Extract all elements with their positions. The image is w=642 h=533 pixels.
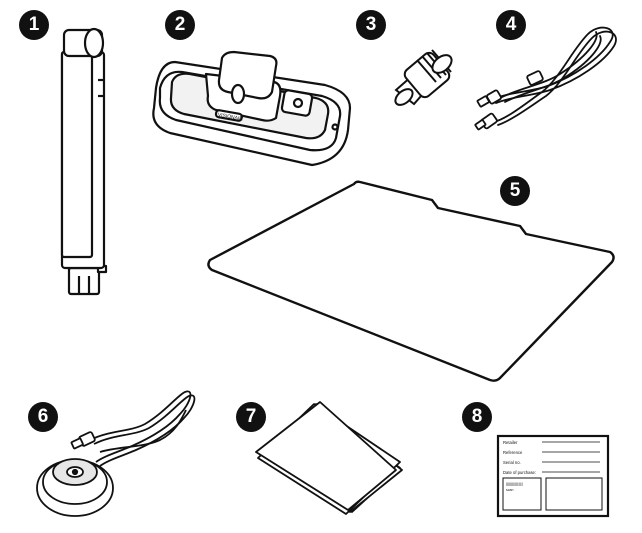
card-barcode: ||||||||||||||||: [506, 481, 523, 486]
cable-icon: [474, 26, 617, 131]
badge-2: 2: [165, 10, 195, 40]
badge-6: 6: [28, 402, 58, 432]
screw-icon: [394, 49, 453, 106]
mat-icon: [207, 180, 615, 382]
base-icon: VISIONAIR: [152, 50, 352, 167]
card-line-3: Serial no.: [503, 460, 521, 465]
card-line-4: Date of purchase:: [503, 470, 536, 475]
badge-5: 5: [500, 176, 530, 206]
badge-3: 3: [356, 10, 386, 40]
base-label: VISIONAIR: [217, 112, 243, 122]
card-line-1: Retailer: [503, 440, 518, 445]
badge-1: 1: [19, 10, 49, 40]
badge-4: 4: [496, 10, 526, 40]
badge-7: 7: [236, 402, 266, 432]
card-small-text: scan: [506, 488, 513, 492]
camera-arm-icon: [60, 27, 108, 296]
card-icon: Retailer Reference Serial no. Date of pu…: [496, 434, 610, 518]
badge-8: 8: [462, 402, 492, 432]
card-line-2: Reference: [503, 450, 523, 455]
manual-icon: [255, 401, 403, 515]
pedal-icon: [36, 390, 196, 517]
